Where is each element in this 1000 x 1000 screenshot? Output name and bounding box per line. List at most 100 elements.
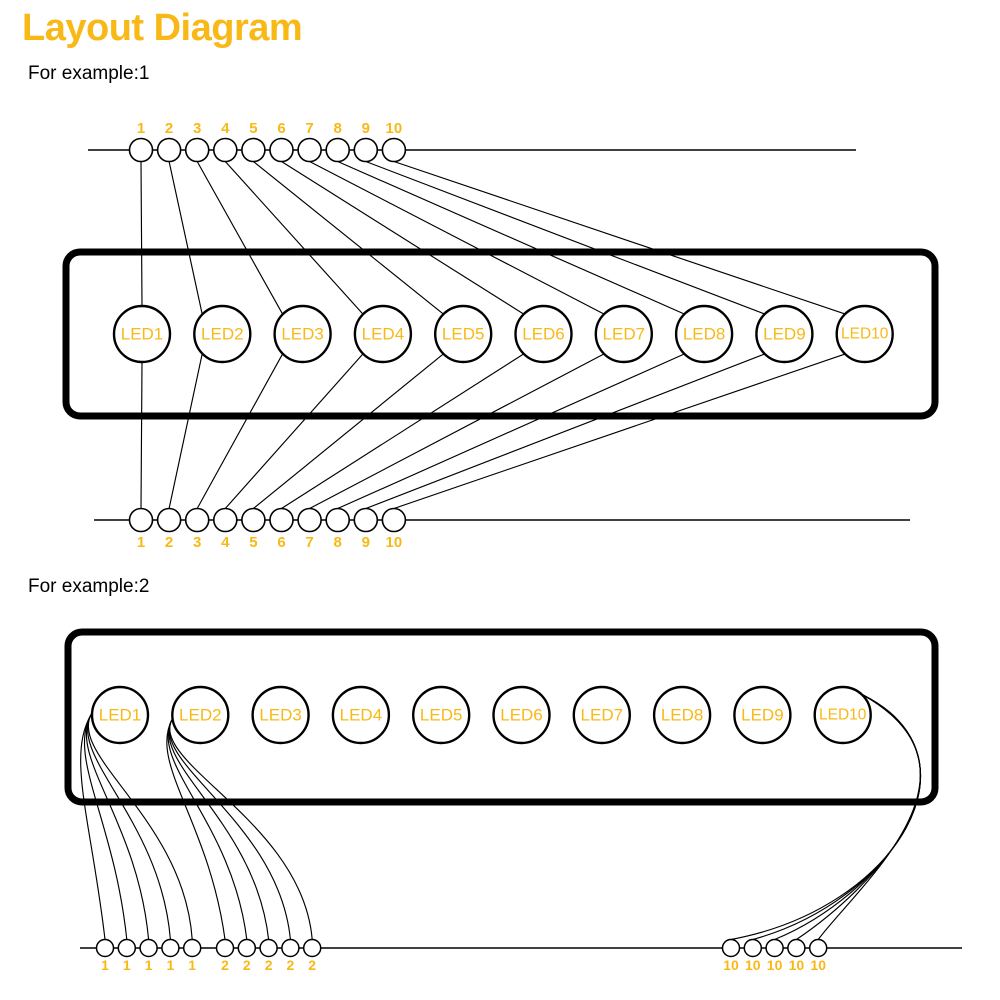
bottom-connector-node-small[interactable] [743, 938, 763, 958]
led-circle[interactable] [835, 304, 894, 364]
led-label: LED5 [442, 325, 485, 344]
led-circle[interactable] [594, 304, 653, 364]
bottom-connector-node-small[interactable] [281, 938, 300, 958]
top-connector-node[interactable] [241, 137, 266, 163]
top-connector-node[interactable] [353, 137, 379, 163]
wire-top-to-led [281, 161, 524, 315]
wire-led-to-bottom [337, 353, 685, 510]
bottom-connector-node-small[interactable] [787, 938, 806, 958]
led-circle[interactable] [652, 685, 712, 745]
bottom-connector-label: 9 [362, 534, 370, 551]
bottom-connector-label-small: 10 [810, 957, 826, 973]
board-outline-example-1 [62, 248, 939, 420]
bottom-connector-node-small[interactable] [139, 938, 158, 958]
top-connector-label: 7 [305, 120, 313, 137]
top-connector-node[interactable] [381, 137, 407, 163]
bottom-connector-node-small[interactable] [161, 938, 180, 958]
bottom-connector-node[interactable] [156, 507, 182, 533]
bottom-connector-node[interactable] [325, 507, 351, 533]
led-circle[interactable] [273, 304, 332, 364]
led-circle[interactable] [813, 685, 872, 745]
led-circle[interactable] [674, 304, 734, 364]
bottom-connector-label: 6 [277, 534, 285, 551]
top-connector-label: 3 [193, 120, 201, 137]
wire-led10-fanout [817, 694, 921, 940]
bottom-connector-node[interactable] [269, 507, 294, 533]
example-2-wires [80, 694, 922, 941]
led-label: LED1 [121, 325, 164, 344]
top-connector-label: 4 [221, 120, 230, 137]
bottom-connector-node-small[interactable] [237, 938, 257, 958]
led-circle[interactable] [353, 304, 413, 364]
led-label: LED3 [281, 325, 324, 344]
top-connector-node[interactable] [297, 137, 322, 163]
top-connector-node[interactable] [213, 137, 238, 163]
bottom-connector-label-small: 1 [167, 957, 175, 973]
wire-led-to-bottom [365, 353, 765, 510]
bottom-connector-node[interactable] [353, 507, 379, 533]
bottom-connector-label-small: 10 [789, 957, 805, 973]
top-connector-label: 2 [165, 120, 173, 137]
led-circle[interactable] [193, 304, 252, 364]
bottom-connector-label-small: 1 [188, 957, 196, 973]
led-circle[interactable] [733, 685, 792, 745]
led-circle[interactable] [492, 685, 551, 745]
led-label: LED9 [763, 325, 806, 344]
bottom-connector-node-small[interactable] [95, 938, 115, 958]
bottom-connector-node-small[interactable] [721, 938, 741, 958]
bottom-connector-node[interactable] [241, 507, 266, 533]
led-circle[interactable] [90, 685, 150, 745]
top-connector-node[interactable] [325, 137, 351, 163]
top-connector-node[interactable] [184, 137, 210, 163]
wire-led-to-bottom [393, 353, 845, 510]
top-connector-node[interactable] [128, 137, 154, 163]
bottom-connector-node-small[interactable] [259, 938, 278, 958]
bottom-connector-node[interactable] [128, 507, 154, 533]
wire-led-to-bottom [224, 353, 364, 509]
wire-led-to-bottom [253, 353, 444, 509]
wire-top-to-led [168, 161, 203, 314]
bottom-connector-label-small: 1 [145, 957, 153, 973]
top-connector-node[interactable] [269, 137, 294, 163]
led-circle[interactable] [331, 685, 391, 745]
bottom-connector-label: 7 [305, 534, 313, 551]
bottom-connector-node-small[interactable] [117, 938, 137, 958]
wire-top-to-led [224, 161, 364, 315]
bottom-connector-label: 3 [193, 534, 201, 551]
led-circle[interactable] [251, 685, 310, 745]
bottom-connector-node-small[interactable] [215, 938, 235, 958]
led-circle[interactable] [755, 304, 814, 364]
led-circle[interactable] [112, 304, 172, 364]
wire-top-to-led [365, 160, 765, 315]
bottom-connector-node-small[interactable] [808, 938, 828, 958]
bottom-connector-node[interactable] [184, 507, 210, 533]
led-label: LED7 [581, 706, 624, 725]
page-title: Layout Diagram [22, 7, 303, 49]
bottom-connector-node-small[interactable] [765, 938, 784, 958]
led-label: LED6 [500, 706, 543, 725]
led-circle[interactable] [434, 304, 493, 364]
led-label: LED9 [741, 706, 784, 725]
bottom-connector-label: 2 [165, 534, 173, 551]
bottom-connector-label-small: 2 [221, 957, 229, 973]
led-circle[interactable] [171, 685, 230, 745]
bottom-connector-label-small: 10 [745, 957, 761, 973]
bottom-connector-node-small[interactable] [182, 938, 202, 958]
led-circle[interactable] [514, 304, 573, 364]
bottom-connector-node[interactable] [297, 507, 322, 533]
led-circle[interactable] [412, 685, 471, 745]
top-connector-node[interactable] [156, 137, 182, 163]
bottom-connector-label-small: 2 [243, 957, 251, 973]
bottom-connector-node-small[interactable] [302, 938, 322, 958]
example-1-top-wires [140, 160, 845, 315]
bottom-connector-node[interactable] [381, 507, 407, 533]
led-circle[interactable] [572, 685, 631, 745]
top-connector-label: 6 [277, 120, 285, 137]
bottom-connector-node[interactable] [213, 507, 238, 533]
led-label: LED2 [179, 706, 222, 725]
led-label: LED1 [99, 706, 142, 725]
bottom-connector-label-small: 10 [723, 957, 739, 973]
